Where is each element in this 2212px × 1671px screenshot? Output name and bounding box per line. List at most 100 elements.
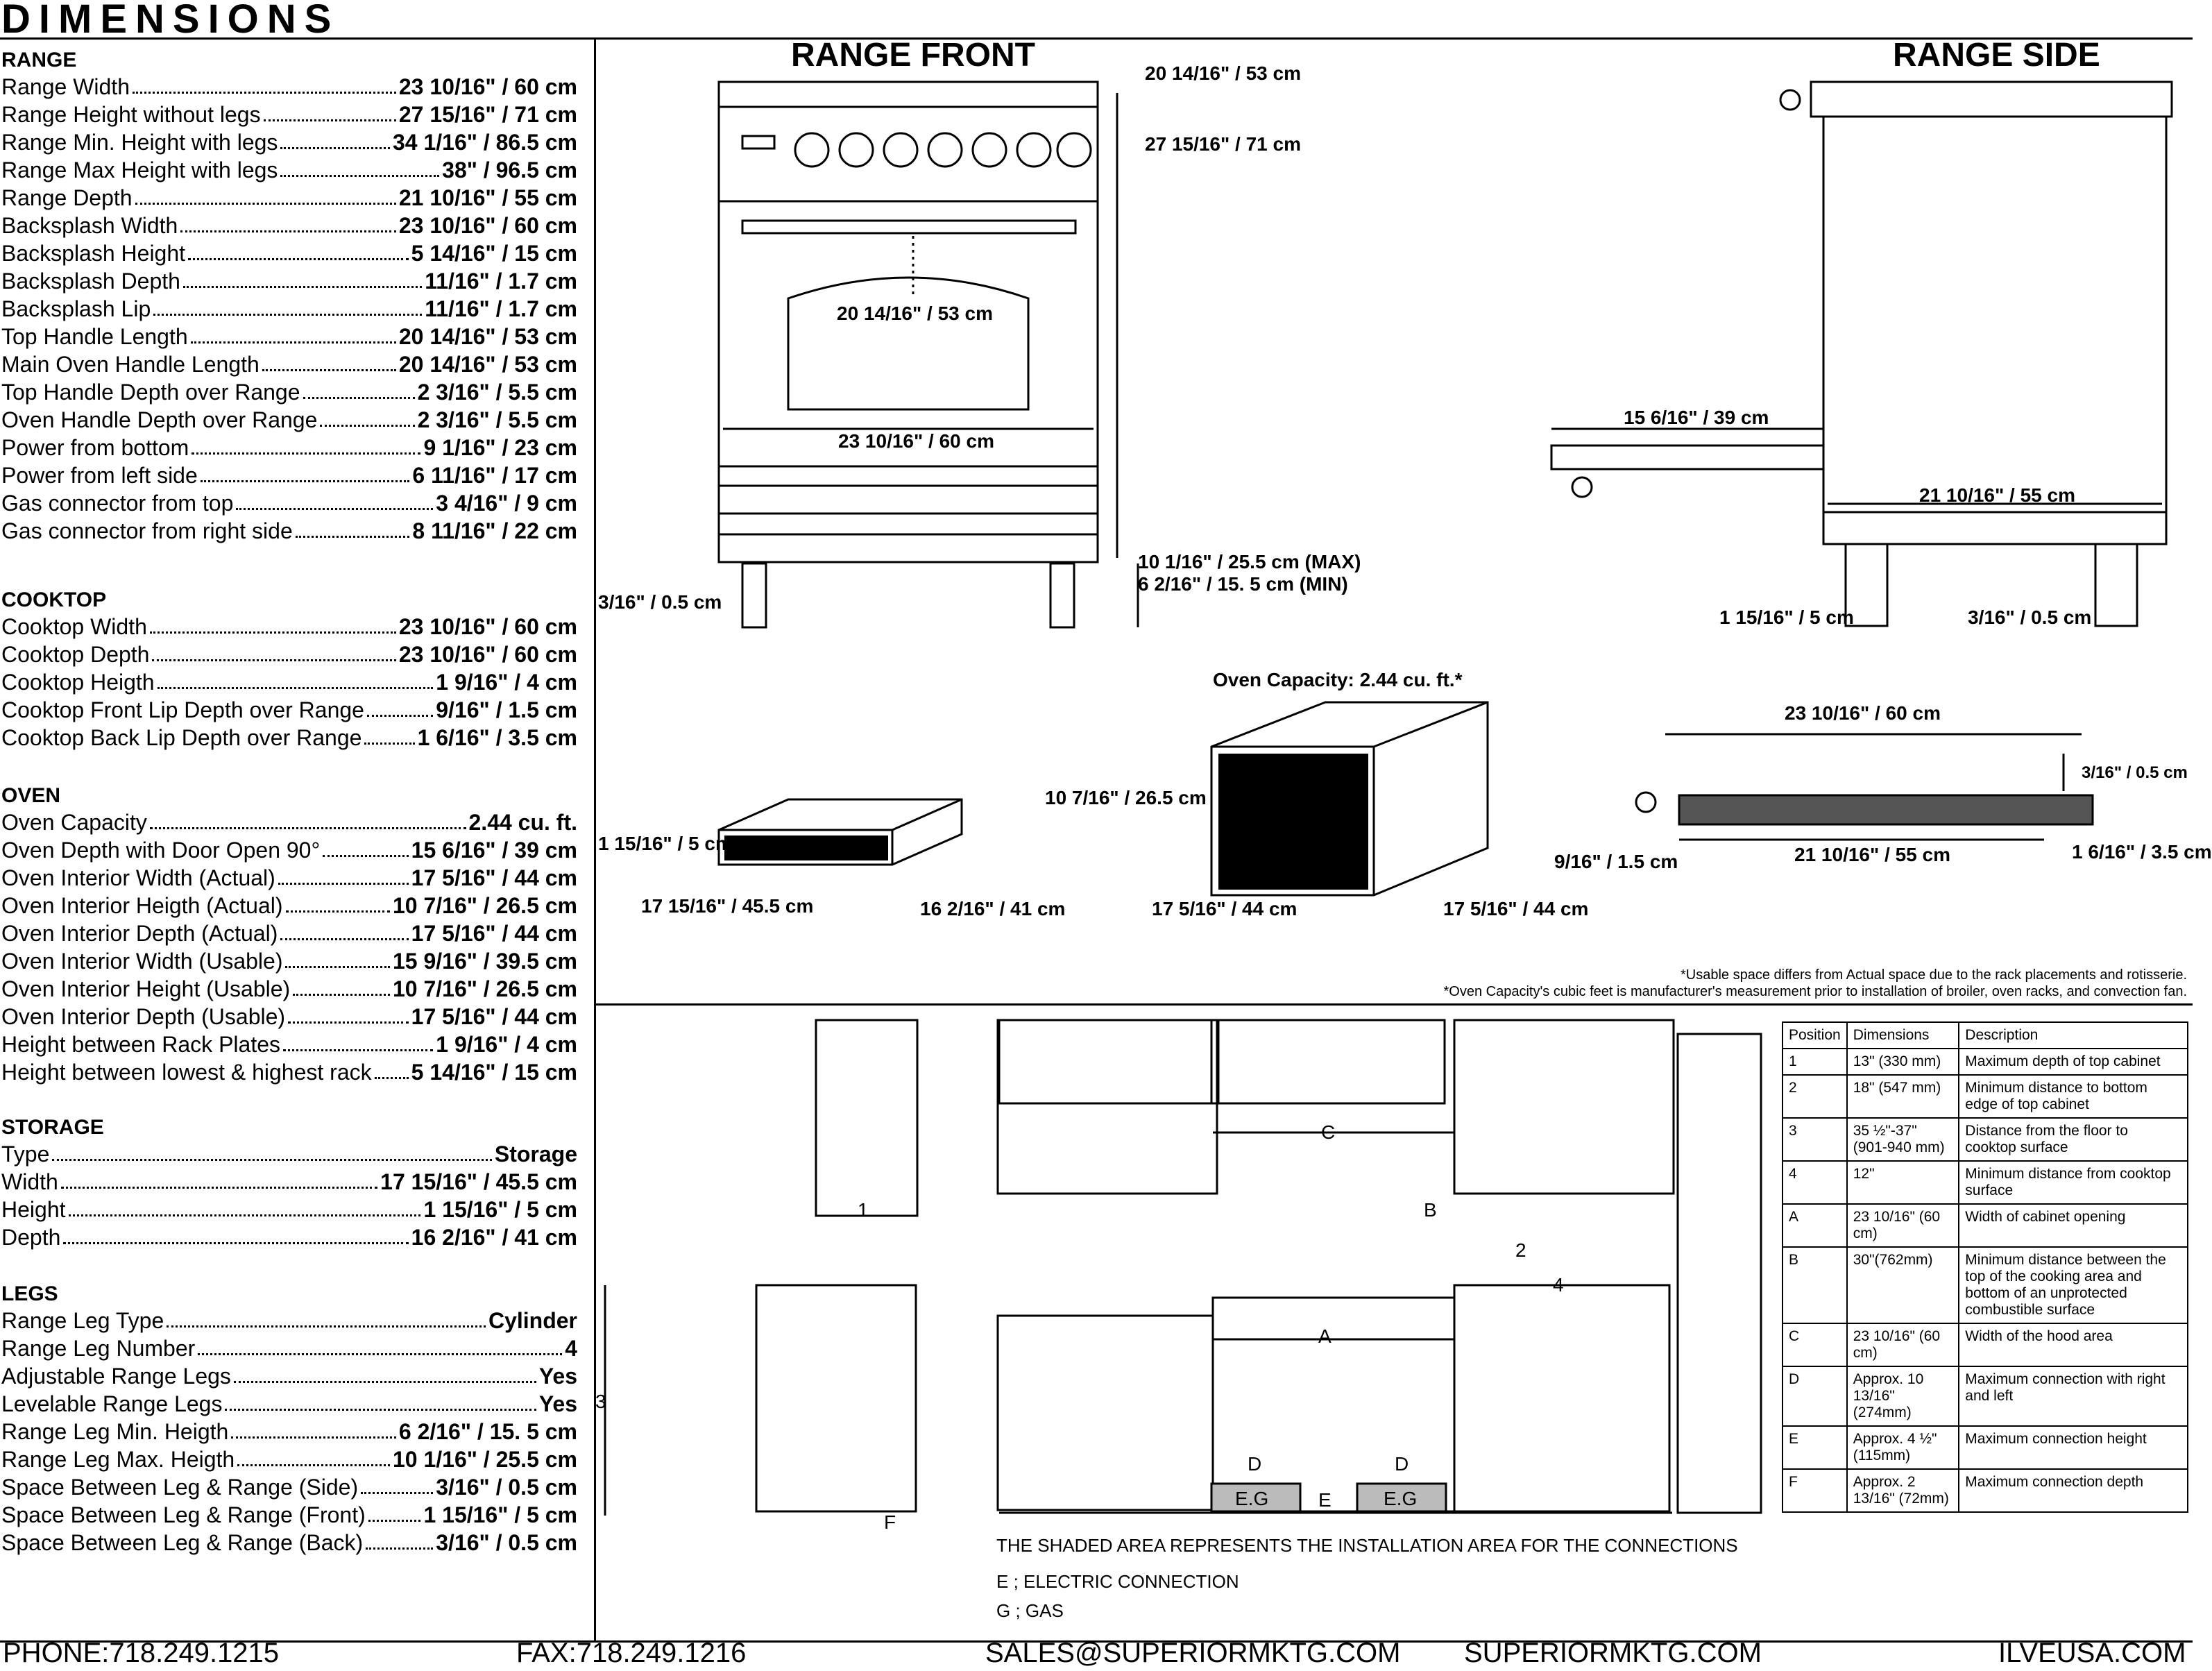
leader-dots bbox=[231, 1436, 396, 1439]
spec-label: Oven Interior Heigth (Actual) bbox=[1, 893, 283, 918]
leader-dots bbox=[188, 258, 409, 260]
marker-d-right: D bbox=[1395, 1453, 1409, 1475]
leader-dots bbox=[225, 1409, 536, 1411]
footer-site-ilve[interactable]: ILVEUSA.COM bbox=[1998, 1638, 2186, 1669]
spec-value: 11/16" / 1.7 cm bbox=[425, 296, 577, 321]
table-cell-dim: Approx. 4 ½" (115mm) bbox=[1846, 1425, 1960, 1470]
spec-row: Oven Interior Height (Usable)10 7/16" / … bbox=[1, 974, 577, 1002]
table-cell-desc: Maximum connection height bbox=[1958, 1425, 2188, 1470]
leader-dots bbox=[295, 536, 410, 538]
eg-left: E.G bbox=[1235, 1488, 1269, 1509]
storage-dim-3: 16 2/16" / 41 cm bbox=[920, 898, 1066, 919]
spec-label: Range Leg Number bbox=[1, 1336, 196, 1361]
leader-dots bbox=[280, 175, 440, 177]
footer-site-superior[interactable]: SUPERIORMKTG.COM bbox=[1464, 1638, 1762, 1669]
spec-row: Oven Interior Depth (Usable)17 5/16" / 4… bbox=[1, 1002, 577, 1030]
spec-value: 23 10/16" / 60 cm bbox=[398, 642, 577, 667]
spec-label: Power from bottom bbox=[1, 435, 189, 460]
spec-value: 23 10/16" / 60 cm bbox=[398, 213, 577, 238]
spec-label: Oven Interior Depth (Actual) bbox=[1, 921, 278, 946]
leader-dots bbox=[361, 1492, 434, 1494]
table-cell-pos: 1 bbox=[1782, 1048, 1848, 1076]
title-rule bbox=[0, 37, 2193, 40]
footer-email-text[interactable]: SALES@SUPERIORMKTG.COM bbox=[985, 1638, 1401, 1668]
table-cell-desc: Maximum depth of top cabinet bbox=[1958, 1048, 2188, 1076]
marker-4: 4 bbox=[1553, 1274, 1564, 1296]
spec-label: Space Between Leg & Range (Back) bbox=[1, 1530, 364, 1555]
leader-dots bbox=[192, 452, 421, 455]
spec-value: 10 7/16" / 26.5 cm bbox=[392, 976, 577, 1001]
cooktop-dim-5: 1 6/16" / 3.5 cm bbox=[2072, 841, 2212, 863]
marker-e: E bbox=[1318, 1489, 1332, 1511]
section-title: LEGS bbox=[1, 1282, 58, 1305]
cooktop-drawing bbox=[1635, 733, 2094, 841]
leader-dots bbox=[280, 147, 390, 149]
section-title: RANGE bbox=[1, 49, 77, 71]
spec-label: Height bbox=[1, 1197, 66, 1222]
footer-site-superior-text[interactable]: SUPERIORMKTG.COM bbox=[1464, 1638, 1762, 1668]
spec-value: 3 4/16" / 9 cm bbox=[436, 491, 577, 516]
oven-dim-1: 10 7/16" / 26.5 cm bbox=[1045, 787, 1207, 808]
spec-label: Cooktop Back Lip Depth over Range bbox=[1, 725, 362, 750]
spec-label: Backsplash Depth bbox=[1, 269, 180, 294]
spec-value: 10 1/16" / 25.5 cm bbox=[392, 1447, 577, 1472]
leader-dots bbox=[132, 92, 396, 94]
leader-dots bbox=[293, 994, 390, 996]
side-dim-4: 3/16" / 0.5 cm bbox=[1968, 607, 2092, 628]
footer-site-ilve-text[interactable]: ILVEUSA.COM bbox=[1998, 1638, 2186, 1668]
range-front-title: RANGE FRONT bbox=[791, 37, 1035, 74]
footer-email[interactable]: SALES@SUPERIORMKTG.COM bbox=[985, 1638, 1400, 1669]
spec-label: Oven Handle Depth over Range bbox=[1, 407, 318, 432]
spec-label: Backsplash Lip bbox=[1, 296, 151, 321]
leader-dots bbox=[180, 230, 396, 232]
front-dim-6: 6 2/16" / 15. 5 cm (MIN) bbox=[1138, 573, 1348, 595]
leader-dots bbox=[285, 910, 390, 913]
table-cell-desc: Minimum distance between the top of the … bbox=[1958, 1246, 2188, 1324]
leader-dots bbox=[263, 119, 396, 121]
spec-value: 17 15/16" / 45.5 cm bbox=[380, 1169, 577, 1194]
table-cell-dim: 13" (330 mm) bbox=[1846, 1048, 1960, 1076]
spec-label: Type bbox=[1, 1142, 50, 1167]
spec-value: 34 1/16" / 86.5 cm bbox=[392, 130, 577, 155]
spec-value: 15 6/16" / 39 cm bbox=[411, 838, 577, 863]
leader-dots bbox=[366, 715, 434, 717]
leader-dots bbox=[374, 1077, 409, 1079]
oven-capacity-title: Oven Capacity: 2.44 cu. ft.* bbox=[1213, 669, 1463, 690]
spec-label: Cooktop Width bbox=[1, 614, 147, 639]
spec-value: Storage bbox=[494, 1142, 577, 1167]
spec-label: Levelable Range Legs bbox=[1, 1391, 223, 1416]
table-cell-desc: Minimum distance from cooktop surface bbox=[1958, 1160, 2188, 1205]
table-cell-desc: Distance from the floor to cooktop surfa… bbox=[1958, 1117, 2188, 1162]
spec-value: 20 14/16" / 53 cm bbox=[398, 352, 577, 377]
spec-value: 9/16" / 1.5 cm bbox=[436, 697, 577, 722]
oven-dim-3: 17 5/16" / 44 cm bbox=[1443, 898, 1589, 919]
spec-value: 1 9/16" / 4 cm bbox=[436, 1032, 577, 1057]
footer-fax: FAX:718.249.1216 bbox=[516, 1638, 747, 1668]
leader-dots bbox=[149, 827, 466, 829]
legend-electric: E ; ELECTRIC CONNECTION bbox=[996, 1571, 1239, 1592]
spec-label: Main Oven Handle Length bbox=[1, 352, 260, 377]
front-dim-1: 20 14/16" / 53 cm bbox=[1145, 62, 1301, 84]
shaded-area-note: THE SHADED AREA REPRESENTS THE INSTALLAT… bbox=[996, 1535, 1738, 1556]
marker-b: B bbox=[1424, 1199, 1437, 1221]
spec-value: 2 3/16" / 5.5 cm bbox=[417, 380, 577, 405]
leader-dots bbox=[152, 659, 396, 661]
leader-dots bbox=[237, 1464, 390, 1466]
spec-label: Top Handle Length bbox=[1, 324, 188, 349]
spec-label: Backsplash Width bbox=[1, 213, 178, 238]
